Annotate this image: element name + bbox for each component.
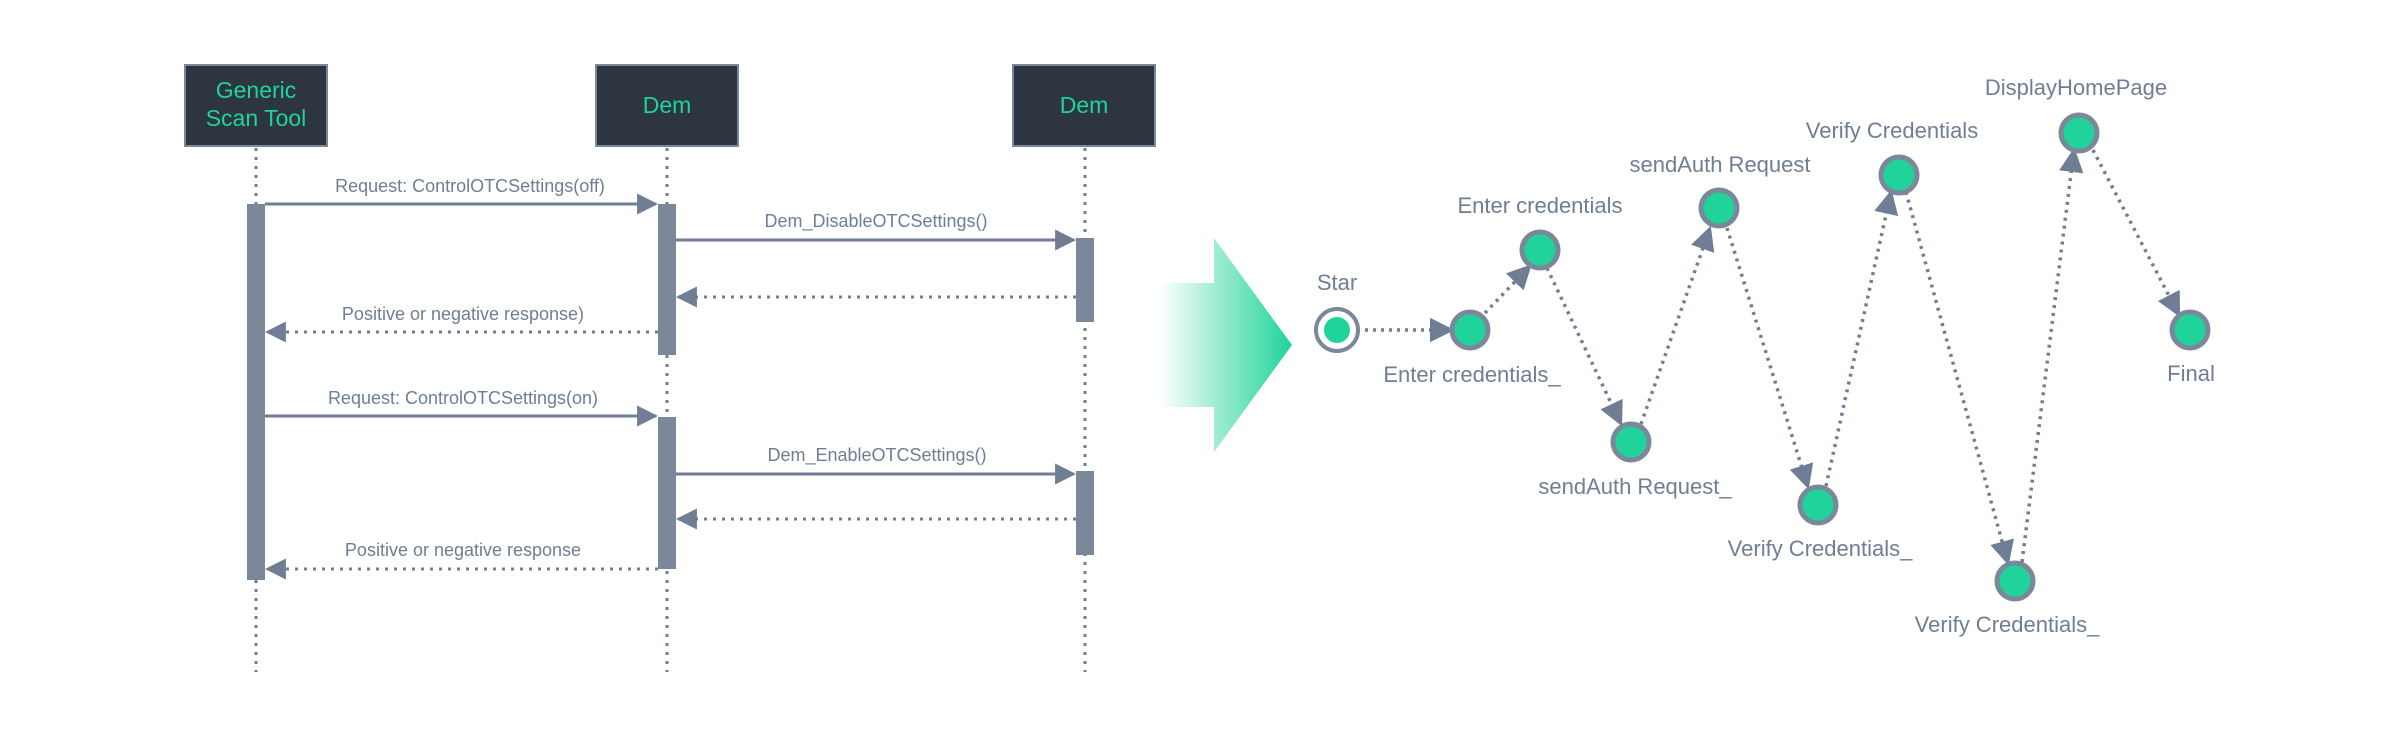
state-verify-credentials-2: Verify Credentials	[1806, 118, 1978, 196]
participant-generic-scan-tool: Generic Scan Tool	[184, 64, 328, 147]
activation-bar-dem1-second	[658, 417, 676, 569]
state-label: Final	[2167, 361, 2215, 386]
state-send-auth-request-1: sendAuth Request_	[1538, 421, 1732, 499]
state-label: Enter credentials	[1457, 193, 1622, 218]
message-request-on: Request: ControlOTCSettings(on)	[265, 388, 659, 427]
transform-arrow	[1160, 238, 1292, 452]
state-machine: Star Enter credentials_ Enter credential…	[1314, 75, 2215, 637]
message-disable-call: Dem_DisableOTCSettings()	[676, 211, 1077, 251]
transition-verify1-verify2	[1824, 189, 1899, 487]
state-star: Star	[1314, 270, 1360, 353]
state-enter-credentials-2: Enter credentials	[1457, 193, 1623, 271]
activation-bar-dem2-second	[1076, 471, 1094, 555]
participant-label: Dem	[1060, 92, 1109, 118]
state-label: Verify Credentials	[1806, 118, 1978, 143]
sequence-diagram: Generic Scan Tool Dem Dem Request: Contr…	[184, 64, 1156, 672]
state-display-home-page: DisplayHomePage	[1985, 75, 2167, 154]
message-label: Request: ControlOTCSettings(off)	[335, 176, 605, 196]
message-label: Dem_EnableOTCSettings()	[767, 445, 986, 466]
message-label: Positive or negative response	[345, 540, 581, 560]
participant-dem-1: Dem	[595, 64, 739, 147]
message-label: Positive or negative response)	[342, 304, 584, 324]
message-label: Request: ControlOTCSettings(on)	[328, 388, 598, 408]
message-label: Dem_DisableOTCSettings()	[764, 211, 987, 232]
state-label: Verify Credentials_	[1728, 536, 1913, 561]
transition-auth1-auth2	[1639, 225, 1715, 425]
state-label: sendAuth Request_	[1538, 474, 1732, 499]
state-label: Verify Credentials_	[1915, 612, 2100, 637]
transition-enter1-enter2	[1483, 264, 1532, 315]
activation-bar-dem2-first	[1076, 238, 1094, 322]
participant-label: Dem	[643, 92, 692, 118]
state-verify-credentials-3: Verify Credentials_	[1915, 560, 2100, 637]
state-label: sendAuth Request	[1629, 152, 1810, 177]
message-request-off: Request: ControlOTCSettings(off)	[265, 176, 659, 215]
activation-bar-tool	[247, 204, 265, 580]
activation-bar-dem1-first	[658, 204, 676, 355]
message-response-off: Positive or negative response)	[264, 304, 658, 343]
transition-verify3-display	[2020, 147, 2084, 563]
state-final: Final	[2167, 309, 2215, 386]
transition-auth2-verify1	[1725, 227, 1814, 490]
participant-label-line: Scan Tool	[206, 105, 307, 131]
participant-dem-2: Dem	[1012, 64, 1156, 147]
message-enable-call: Dem_EnableOTCSettings()	[676, 445, 1077, 485]
state-label: Star	[1317, 270, 1357, 295]
participant-label-line: Generic	[216, 77, 297, 103]
transition-verify2-verify3	[1904, 191, 2014, 566]
state-enter-credentials-1: Enter credentials_	[1383, 309, 1561, 387]
state-label: Enter credentials_	[1383, 362, 1561, 387]
transition-enter2-auth1	[1545, 267, 1623, 427]
state-send-auth-request-2: sendAuth Request	[1629, 152, 1811, 229]
message-response-on: Positive or negative response	[264, 540, 658, 580]
state-verify-credentials-1: Verify Credentials_	[1728, 484, 1913, 561]
transition-display-final	[2091, 149, 2181, 318]
state-label: DisplayHomePage	[1985, 75, 2167, 100]
